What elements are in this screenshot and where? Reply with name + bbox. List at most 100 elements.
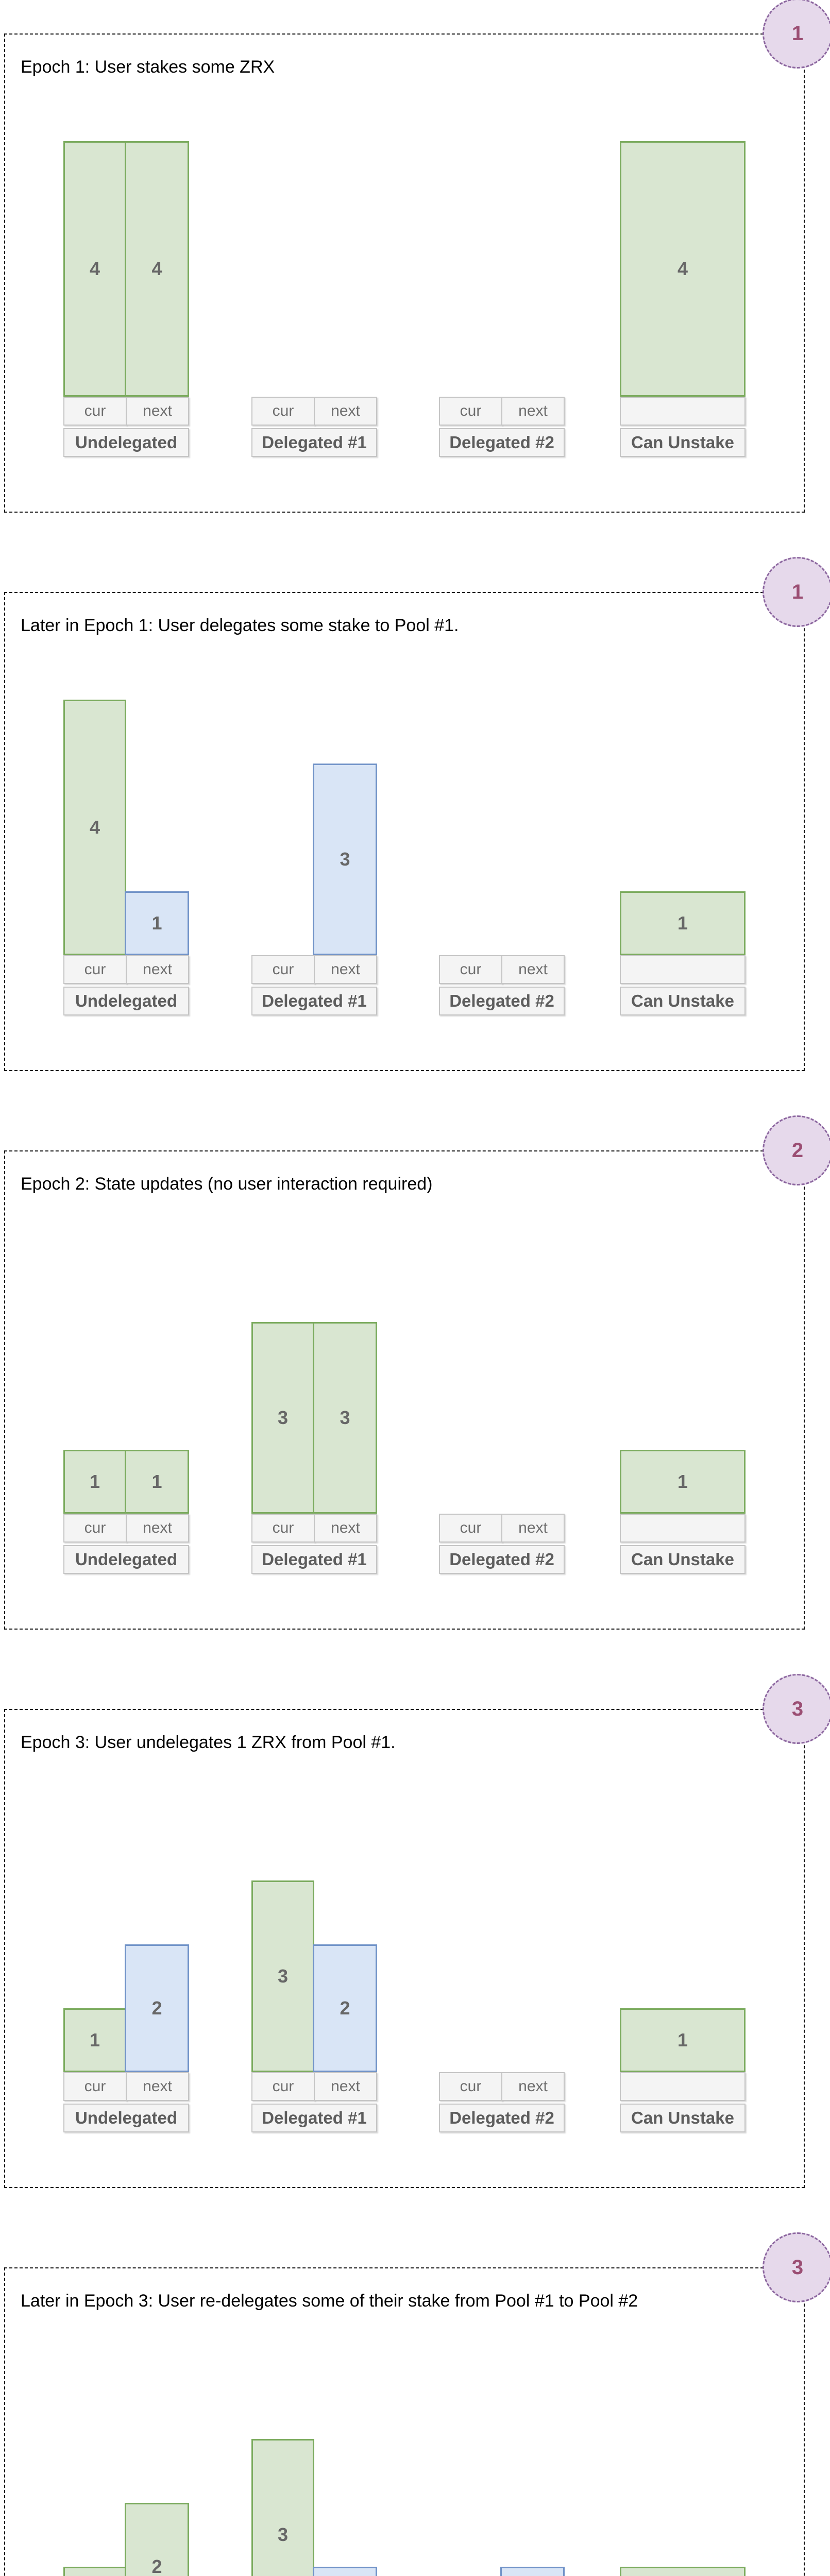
next-stake-bar: 1: [125, 1450, 189, 1514]
cur-stake-bar: 4: [63, 700, 126, 955]
can-unstake-bar: 1: [620, 1450, 746, 1514]
next-bar-slot: 2: [125, 2503, 189, 2576]
bars-row: 1: [620, 891, 746, 955]
cur-stake-bar: 1: [63, 1450, 126, 1514]
empty-column-header: [620, 1514, 746, 1543]
group-label: Delegated #2: [439, 2104, 565, 2132]
bar-value-label: 4: [89, 817, 100, 838]
epoch-badge: 3: [763, 2232, 830, 2302]
can-unstake-bar: 1: [620, 891, 746, 955]
cur-column-header: cur: [439, 2072, 502, 2101]
bar-value-label: 1: [677, 2029, 688, 2050]
next-column-header: next: [126, 1514, 189, 1543]
next-stake-bar: 1: [500, 2567, 565, 2576]
column-header-row: [620, 2072, 746, 2101]
next-bar-slot: 3: [313, 1322, 377, 1514]
epoch-badge: 2: [763, 1115, 830, 1185]
next-bar-slot: 1: [125, 891, 189, 955]
empty-column-header: [620, 2072, 746, 2101]
next-column-header: next: [501, 955, 565, 984]
bar-value-label: 4: [89, 258, 100, 279]
group-label: Can Unstake: [620, 987, 746, 1015]
cur-bar-slot: 1: [63, 2567, 126, 2576]
group-label: Undelegated: [63, 1545, 189, 1574]
cur-stake-bar: 3: [251, 1880, 314, 2072]
cur-column-header: cur: [251, 1514, 315, 1543]
next-bar-slot: 2: [313, 1944, 377, 2072]
group-label: Can Unstake: [620, 2104, 746, 2132]
group-label: Delegated #1: [251, 428, 377, 457]
cur-column-header: cur: [63, 2072, 127, 2101]
cur-bar-slot: 4: [63, 700, 126, 955]
column-header-row: [620, 955, 746, 984]
next-column-header: next: [126, 397, 189, 426]
panel-title: Epoch 2: State updates (no user interact…: [21, 1174, 433, 1194]
cur-stake-bar: 1: [63, 2567, 126, 2576]
next-column-header: next: [126, 2072, 189, 2101]
can-unstake-bar: 1: [620, 2567, 746, 2576]
bar-value-label: 3: [277, 1407, 289, 1428]
next-stake-bar: 1: [125, 891, 189, 955]
bar-value-label: 1: [151, 912, 162, 934]
panel-title: Later in Epoch 3: User re-delegates some…: [21, 2291, 638, 2311]
next-column-header: next: [314, 397, 377, 426]
next-column-header: next: [314, 955, 377, 984]
column-header-row: [620, 1514, 746, 1543]
cur-bar-slot: 4: [63, 141, 126, 397]
bar-value-label: 1: [151, 1471, 162, 1492]
cur-bar-slot: 1: [63, 1450, 126, 1514]
column-header-row: [620, 397, 746, 426]
bar-value-label: 4: [677, 258, 688, 279]
next-column-header: next: [501, 1514, 565, 1543]
next-column-header: next: [501, 2072, 565, 2101]
group-label: Delegated #1: [251, 1545, 377, 1574]
group-label: Delegated #1: [251, 987, 377, 1015]
panel-title: Epoch 3: User undelegates 1 ZRX from Poo…: [21, 1733, 396, 1752]
cur-column-header: cur: [251, 955, 315, 984]
next-stake-bar: 2: [125, 1944, 189, 2072]
group-label: Can Unstake: [620, 428, 746, 457]
bar-value-label: 1: [677, 912, 688, 934]
next-column-header: next: [314, 1514, 377, 1543]
group-label: Undelegated: [63, 987, 189, 1015]
next-bar-slot: 2: [125, 1944, 189, 2072]
cur-column-header: cur: [63, 1514, 127, 1543]
epoch-badge: 1: [763, 557, 830, 627]
cur-column-header: cur: [251, 397, 315, 426]
next-column-header: next: [501, 397, 565, 426]
bars-row: 31: [251, 2439, 377, 2576]
bar-value-label: 1: [89, 1471, 100, 1492]
next-bar-slot: 1: [500, 2567, 565, 2576]
cur-column-header: cur: [251, 2072, 315, 2101]
next-stake-bar: 4: [125, 141, 189, 397]
cur-bar-slot: 3: [251, 2439, 314, 2576]
bars-row: 12: [63, 2503, 189, 2576]
epoch-panel-3: 2 Epoch 2: State updates (no user intera…: [4, 1115, 830, 1630]
cur-column-header: cur: [439, 1514, 502, 1543]
